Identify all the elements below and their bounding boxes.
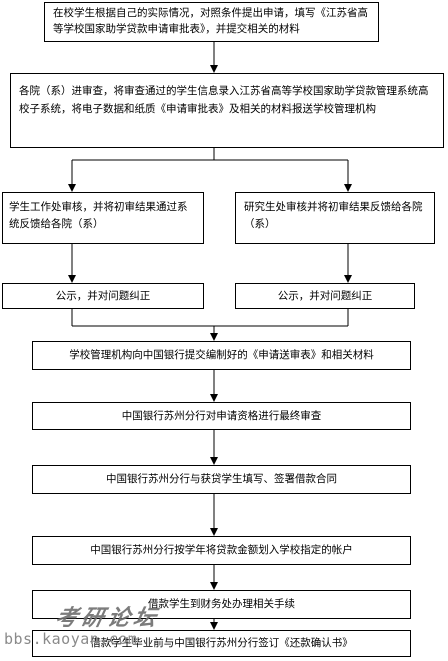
step-repayment-confirmation-text: 借款学生毕业前与中国银行苏州分行签订《还款确认书》 <box>90 637 353 649</box>
step-submit-to-bank-text: 学校管理机构向中国银行提交编制好的《申请送审表》和相关材料 <box>69 349 374 361</box>
step-transfer-funds-text: 中国银行苏州分行按学年将贷款金额划入学校指定的帐户 <box>90 544 353 556</box>
step-sign-contract: 中国银行苏州分行与获贷学生填写、签署借款合同 <box>32 465 411 494</box>
step-sign-contract-text: 中国银行苏州分行与获贷学生填写、签署借款合同 <box>106 473 337 485</box>
step-publicity-right: 公示，并对问题纠正 <box>235 283 415 309</box>
step-bank-final-review-text: 中国银行苏州分行对申请资格进行最终审查 <box>121 409 322 422</box>
step-publicity-right-text: 公示，并对问题纠正 <box>277 289 373 302</box>
step-transfer-funds: 中国银行苏州分行按学年将贷款金额划入学校指定的帐户 <box>32 536 411 565</box>
step-finance-procedures: 借款学生到财务处办理相关手续 <box>32 590 411 619</box>
step-department-review-text: 各院（系）进审查，将审查通过的学生信息录入江苏省高等学校国家助学贷款管理系统高校… <box>19 85 429 115</box>
step-department-review: 各院（系）进审查，将审查通过的学生信息录入江苏省高等学校国家助学贷款管理系统高校… <box>10 73 444 148</box>
forum-watermark: 考研论坛 bbs.kaoyan.com <box>4 600 219 656</box>
step-student-affairs-review-text: 学生工作处审核，并将初审结果通过系统反馈给各院（系） <box>9 201 188 230</box>
step-publicity-left: 公示，并对问题纠正 <box>2 283 204 309</box>
watermark-name: 考研论坛 <box>52 605 163 631</box>
watermark-url: bbs.kaoyan.com <box>4 630 138 648</box>
step-bank-final-review: 中国银行苏州分行对申请资格进行最终审查 <box>32 402 411 430</box>
step-apply: 在校学生根据自己的实际情况，对照条件提出申请，填写《江苏省高等学校国家助学贷款申… <box>44 2 379 42</box>
step-student-affairs-review: 学生工作处审核，并将初审结果通过系统反馈给各院（系） <box>2 192 204 244</box>
step-graduate-office-review-text: 研究生处审核并将初审结果反馈给各院（系） <box>244 201 423 230</box>
step-apply-text: 在校学生根据自己的实际情况，对照条件提出申请，填写《江苏省高等学校国家助学贷款申… <box>53 7 368 35</box>
step-finance-procedures-text: 借款学生到财务处办理相关手续 <box>148 598 295 610</box>
step-publicity-left-text: 公示，并对问题纠正 <box>55 289 151 302</box>
step-submit-to-bank: 学校管理机构向中国银行提交编制好的《申请送审表》和相关材料 <box>32 341 411 370</box>
step-graduate-office-review: 研究生处审核并将初审结果反馈给各院（系） <box>235 192 435 244</box>
step-repayment-confirmation: 借款学生毕业前与中国银行苏州分行签订《还款确认书》 <box>32 630 411 657</box>
